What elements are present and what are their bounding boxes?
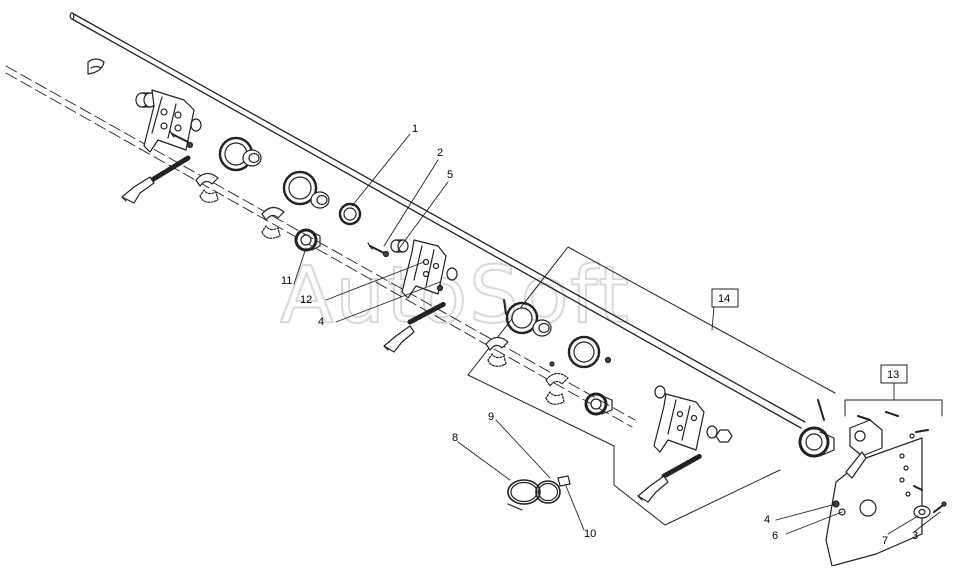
bearing-plate-left (143, 89, 195, 153)
svg-text:13: 13 (887, 369, 899, 381)
bolt-2 (367, 242, 390, 258)
pin-14 (503, 299, 507, 315)
pawl-middle (383, 325, 415, 353)
spring-14 (661, 453, 703, 479)
flange-bearing-7 (913, 505, 931, 519)
leader-lines (293, 133, 941, 535)
svg-text:14: 14 (718, 293, 730, 305)
clutch-gear-left (294, 228, 321, 252)
callout-6: 6 (772, 530, 778, 542)
assembly-13-bracket (844, 399, 943, 417)
sprocket-1 (338, 202, 362, 226)
split-hub-left (195, 172, 285, 239)
bushing-middle (390, 239, 409, 253)
callout-3: 3 (912, 530, 918, 542)
cable-tie-8 (507, 479, 541, 511)
split-hub-14 (485, 336, 569, 405)
pawl-14 (637, 475, 669, 503)
callout-7: 7 (882, 535, 888, 547)
clip-10 (557, 475, 571, 487)
group-label-14: 14 (711, 288, 739, 308)
center-axis (5, 65, 636, 428)
spring-left (149, 155, 191, 183)
spring-middle (407, 301, 447, 325)
callout-4-middle: 4 (318, 316, 324, 328)
bolt-3 (933, 501, 947, 513)
sprocket-14-a (505, 301, 552, 337)
group-label-13: 13 (880, 364, 908, 384)
assembly-14-frame (467, 246, 836, 526)
sprocket-left-b (282, 170, 330, 209)
callout-5: 5 (447, 169, 453, 181)
bolt-left (169, 118, 202, 149)
callout-9: 9 (488, 411, 494, 423)
callout-4-right: 4 (764, 514, 770, 526)
bearing-plate-14 (653, 385, 733, 453)
callout-10: 10 (584, 528, 596, 540)
callout-2: 2 (437, 147, 443, 159)
cable-tie-9 (535, 480, 561, 504)
callout-1: 1 (412, 123, 418, 135)
main-shaft (69, 12, 806, 429)
sprocket-left-a (218, 136, 262, 172)
drive-housing-13 (825, 411, 929, 567)
callout-11: 11 (281, 275, 292, 287)
pawl-left (121, 176, 155, 204)
drive-sprocket-end (798, 399, 835, 458)
callout-12: 12 (300, 294, 312, 306)
shaft-collar-left (87, 58, 105, 75)
clutch-gear-14 (584, 392, 613, 416)
sprocket-14-b (567, 335, 612, 369)
callout-8: 8 (452, 432, 458, 444)
